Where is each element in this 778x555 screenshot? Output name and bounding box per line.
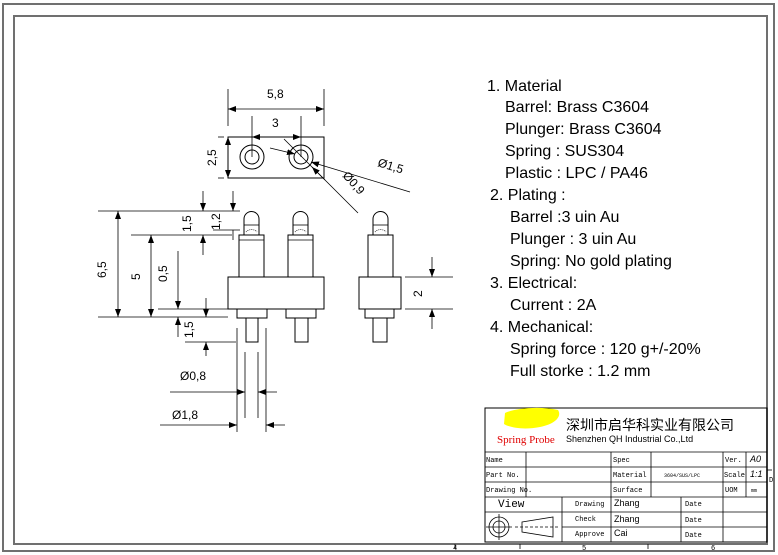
zone-number: 4 [453, 545, 457, 553]
outer-frame [2, 3, 775, 552]
dim-dia-inner: Ø0,9 [340, 169, 368, 198]
note-item: Spring force : 120 g+/-20% [510, 341, 701, 358]
approve-label: Approve [575, 531, 604, 539]
dim-flange: 0,5 [156, 265, 170, 282]
side-view: 2 [358, 211, 453, 343]
notes: 1. Material Barrel: Brass C3604 Plunger:… [487, 78, 701, 380]
note-heading: 1. Material [487, 78, 562, 95]
scale-label: Scale [724, 472, 745, 480]
inner-frame [13, 15, 768, 545]
dim-dia-outer: Ø1,5 [376, 155, 405, 176]
drawing-by: Zhang [614, 498, 640, 508]
logo-highlight [504, 407, 560, 429]
zone-markers: 4 5 6 D [453, 469, 773, 553]
date-label: Date [685, 532, 702, 540]
uom-value: mm [751, 488, 757, 494]
company-name-cn: 深圳市启华科实业有限公司 [566, 417, 734, 434]
zone-number: 6 [711, 545, 715, 553]
name-label: Name [486, 457, 503, 465]
view-label: View [498, 499, 525, 511]
dim-total-height: 6,5 [95, 261, 109, 278]
surface-label: Surface [613, 487, 642, 495]
zone-letter: D [769, 477, 773, 485]
note-item: Barrel :3 uin Au [510, 209, 619, 226]
note-item: Barrel: Brass C3604 [505, 99, 649, 116]
note-item: Full storke : 1.2 mm [510, 363, 650, 380]
dim-dia-tail: Ø0,8 [180, 369, 206, 383]
dim-tail: 1,5 [182, 321, 196, 338]
note-item: Current : 2A [510, 297, 597, 314]
material-value: 3604/SUS/LPC [664, 473, 700, 479]
top-view: 5,8 3 2,5 Ø1,5 Ø0,9 [205, 87, 411, 214]
drawing-no-label: Drawing No. [486, 487, 532, 495]
dim-dia-flange: Ø1,8 [172, 408, 198, 422]
note-item: Plunger: Brass C3604 [505, 121, 662, 138]
scale-value: 1:1 [750, 469, 763, 479]
note-item: Spring : SUS304 [505, 143, 624, 160]
front-dimensions: 6,5 5 0,5 1,5 1,2 1,5 Ø0,8 Ø1,8 [95, 191, 285, 432]
front-view [227, 211, 325, 343]
dim-pitch: 3 [272, 116, 279, 130]
approve-by: Cai [614, 528, 628, 538]
uom-label: UOM [725, 487, 738, 495]
ver-value: A0 [749, 454, 761, 464]
note-item: Plunger : 3 uin Au [510, 231, 636, 248]
material-label: Material [613, 472, 647, 480]
dim-plunger-top: 1,5 [180, 215, 194, 232]
dim-width-total: 5,8 [267, 87, 284, 101]
note-heading: 2. Plating : [490, 187, 566, 204]
note-heading: 3. Electrical: [490, 275, 577, 292]
logo-text: Spring Probe [497, 434, 555, 446]
dim-plunger-tip: 1,2 [209, 213, 223, 230]
note-item: Plastic : LPC / PA46 [505, 165, 648, 182]
date-label: Date [685, 501, 702, 509]
check-by: Zhang [614, 514, 640, 524]
dim-height-top: 2,5 [205, 149, 219, 166]
note-item: Spring: No gold plating [510, 253, 672, 270]
part-no-label: Part No. [486, 472, 520, 480]
date-label: Date [685, 517, 702, 525]
zone-number: 5 [582, 545, 586, 553]
title-block: Spring Probe 深圳市启华科实业有限公司 Shenzhen QH In… [484, 407, 768, 543]
projection-symbol-icon [486, 514, 560, 540]
note-heading: 4. Mechanical: [490, 319, 593, 336]
dim-barrel-height: 5 [129, 273, 143, 280]
check-label: Check [575, 516, 596, 524]
ver-label: Ver. [725, 457, 742, 465]
company-name-en: Shenzhen QH Industrial Co.,Ltd [566, 434, 693, 444]
spec-label: Spec [613, 457, 630, 465]
drawing-label: Drawing [575, 501, 604, 509]
dim-body-height: 2 [411, 290, 425, 297]
